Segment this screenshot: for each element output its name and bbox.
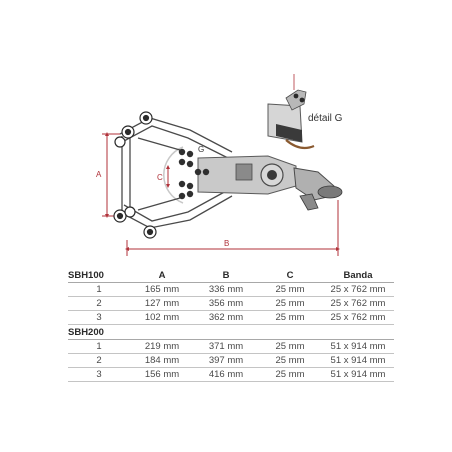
row-index: 2: [68, 353, 130, 368]
cell-c: 25 mm: [258, 339, 322, 354]
cell-c: 25 mm: [258, 296, 322, 311]
table-row: 1 165 mm 336 mm 25 mm 25 x 762 mm: [68, 282, 394, 297]
guide-arc: [163, 146, 184, 204]
row-index: 1: [68, 282, 130, 297]
row-index: 3: [68, 367, 130, 382]
cell-b: 397 mm: [194, 353, 258, 368]
rollers: [113, 111, 157, 239]
cell-c: 25 mm: [258, 310, 322, 325]
table-header-row: SBH100 A B C Banda: [68, 268, 394, 283]
cell-c: 25 mm: [258, 353, 322, 368]
detail-g-inset: [267, 74, 315, 150]
cell-c: 25 mm: [258, 282, 322, 297]
pin-cluster: [178, 148, 210, 200]
row-index: 1: [68, 339, 130, 354]
row-index: 3: [68, 310, 130, 325]
column-header-b: B: [194, 268, 258, 283]
cell-a: 219 mm: [130, 339, 194, 354]
cell-b: 336 mm: [194, 282, 258, 297]
cell-banda: 25 x 762 mm: [322, 296, 394, 311]
cell-b: 356 mm: [194, 296, 258, 311]
dimension-lines: [102, 132, 340, 256]
table-row: 2 184 mm 397 mm 25 mm 51 x 914 mm: [68, 353, 394, 368]
cell-c: 25 mm: [258, 367, 322, 382]
dim-label-b: B: [224, 239, 229, 248]
detail-g-label: détail G: [308, 113, 343, 124]
strap-frame: [119, 117, 233, 229]
cell-a: 156 mm: [130, 367, 194, 382]
cell-a: 184 mm: [130, 353, 194, 368]
group-header-row: SBH200: [68, 324, 394, 340]
tool-illustration: A B C G: [96, 74, 343, 256]
dim-label-c: C: [157, 173, 163, 182]
cell-a: 127 mm: [130, 296, 194, 311]
cell-b: 416 mm: [194, 367, 258, 382]
column-header-a: A: [130, 268, 194, 283]
cell-banda: 51 x 914 mm: [322, 353, 394, 368]
column-header-banda: Banda: [322, 268, 394, 283]
handle-body: [197, 155, 343, 211]
cell-b: 371 mm: [194, 339, 258, 354]
detail-marker-g: G: [198, 145, 204, 154]
table-row: 3 102 mm 362 mm 25 mm 25 x 762 mm: [68, 310, 394, 325]
column-header-c: C: [258, 268, 322, 283]
table-row: 3 156 mm 416 mm 25 mm 51 x 914 mm: [68, 367, 394, 382]
row-index: 2: [68, 296, 130, 311]
cell-b: 362 mm: [194, 310, 258, 325]
cell-banda: 25 x 762 mm: [322, 310, 394, 325]
column-header-model: SBH100: [68, 268, 130, 283]
cell-banda: 51 x 914 mm: [322, 367, 394, 382]
cell-banda: 25 x 762 mm: [322, 282, 394, 297]
cell-a: 165 mm: [130, 282, 194, 297]
table-row: 2 127 mm 356 mm 25 mm 25 x 762 mm: [68, 296, 394, 311]
cell-a: 102 mm: [130, 310, 194, 325]
specification-table: SBH100 A B C Banda 1 165 mm 336 mm 25 mm…: [68, 268, 394, 382]
group-name: SBH200: [68, 324, 130, 340]
table-row: 1 219 mm 371 mm 25 mm 51 x 914 mm: [68, 339, 394, 354]
cell-banda: 51 x 914 mm: [322, 339, 394, 354]
dim-label-a: A: [96, 170, 102, 179]
